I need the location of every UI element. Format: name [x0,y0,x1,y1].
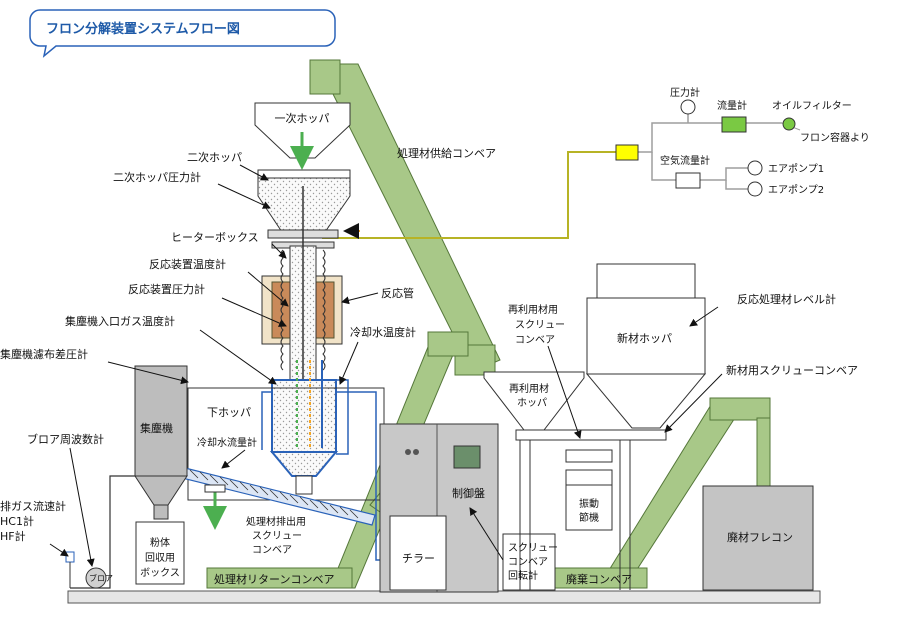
return-conveyor-base [206,567,353,589]
screw-rpm-box [502,533,556,591]
label-recycle-screw-2: スクリュー [515,319,565,331]
label-reactor-temp: 反応装置温度計 [149,257,226,271]
label-secondary-hopper: 二次ホッパ [187,150,242,164]
label-waste-flecon: 廃材フレコン [727,530,793,544]
label-exhaust-2: HC1計 [0,514,34,528]
label-exhaust-3: HF計 [0,529,26,543]
label-reaction-tube: 反応管 [381,286,414,300]
label-discharge-screw-1: 処理材排出用 [246,515,306,528]
label-screw-rpm-3: 回転計 [508,569,538,582]
label-reactor-pressure: 反応装置圧力計 [128,282,205,296]
label-screw-rpm-2: コンベア [508,556,548,568]
new-material-hopper [585,263,707,429]
base-platform [67,590,821,604]
label-secondary-hopper-pressure: 二次ホッパ圧力計 [113,170,201,184]
label-cooling-water-temp: 冷却水温度計 [350,325,416,339]
label-return-conveyor: 処理材リターンコンベア [214,572,334,586]
label-vibrating-1: 振動 [579,497,599,510]
label-discharge-screw-3: コンベア [252,544,292,556]
gas-sensor-box [615,144,639,161]
waste-conveyor [597,397,771,589]
gas-piping [638,113,801,190]
label-vibrating-2: 節機 [579,511,599,524]
air-flow-meter-icon [675,172,701,189]
pressure-gauge-icon [680,99,696,115]
label-blower: ブロア [89,573,113,583]
label-recycle-screw-1: 再利用材用 [508,303,558,316]
label-oil-filter: オイルフィルター [772,100,852,112]
gas-feed-line [322,151,616,239]
label-powder-box-3: ボックス [140,567,180,579]
label-chiller: チラー [402,552,435,565]
label-recycle-hopper-1: 再利用材 [509,382,549,395]
label-dust-inlet-temp: 集塵機入口ガス温度計 [65,314,175,328]
label-screw-rpm-1: スクリュー [508,542,558,554]
label-primary-hopper: 一次ホッパ [275,111,330,125]
label-from-flon: フロン容器より [800,131,870,144]
label-control-panel: 制御盤 [452,486,485,500]
label-new-hopper: 新材ホッパ [617,331,672,345]
label-air-flow-meter: 空気流量計 [660,154,710,167]
label-recycle-hopper-2: ホッパ [517,397,547,409]
air-pump1-icon [747,160,763,176]
title-bubble: フロン分解装置システムフロー図 [29,9,336,58]
label-new-screw: 新材用スクリューコンベア [726,363,858,377]
flow-meter-icon [721,116,747,133]
chiller-unit [389,515,447,591]
label-dust-collector: 集塵機 [140,421,173,435]
label-discharge-screw-2: スクリュー [252,530,302,542]
diagram-title: フロン分解装置システムフロー図 [46,21,240,37]
label-pressure-gauge: 圧力計 [670,86,700,99]
label-powder-box-1: 粉体 [150,536,170,549]
dust-collector [65,365,270,589]
label-cooling-water-flow: 冷却水流量計 [197,436,257,449]
label-air-pump2: エアポンプ2 [768,184,824,196]
label-heater-box: ヒーターボックス [171,231,259,244]
label-waste-conveyor: 廃棄コンベア [566,572,632,586]
label-supply-conveyor: 処理材供給コンベア [397,146,496,160]
supply-conveyor [309,59,501,376]
label-flow-meter: 流量計 [717,99,747,112]
label-dust-filter-dp: 集塵機濾布差圧計 [0,347,88,361]
screw-frame [515,429,667,590]
label-recycle-screw-3: コンベア [515,334,555,346]
label-powder-box-2: 回収用 [145,552,175,564]
label-reactant-level: 反応処理材レベル計 [737,292,836,306]
air-pump2-icon [747,181,763,197]
label-exhaust-1: 排ガス流速計 [0,499,66,513]
label-blower-freq: ブロア周波数計 [27,432,104,446]
waste-flecon [702,485,814,591]
oil-filter-icon [782,117,796,131]
label-lower-hopper: 下ホッパ [207,406,251,419]
label-air-pump1: エアポンプ1 [768,163,824,175]
leader-arrows [49,164,723,567]
